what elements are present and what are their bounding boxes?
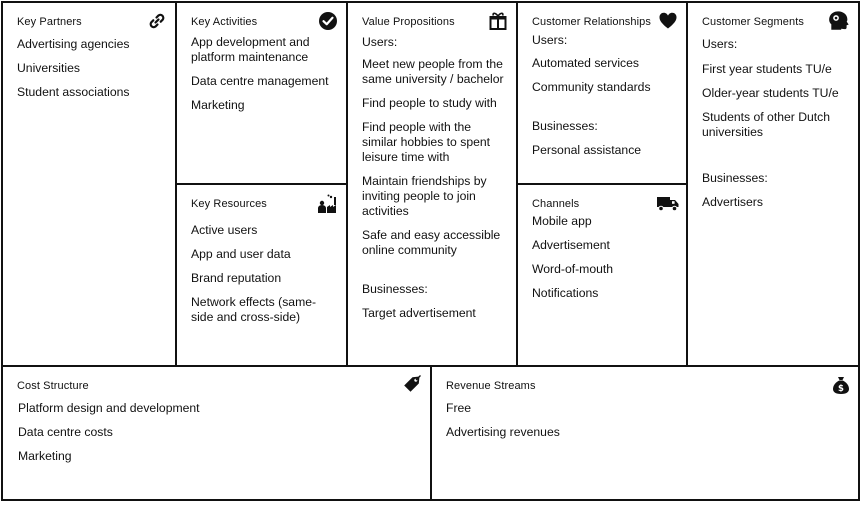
list-item: Student associations bbox=[17, 85, 130, 99]
customer-relationships-block: Customer Relationships Users: Automated … bbox=[518, 3, 686, 183]
key-resources-title: Key Resources bbox=[191, 198, 267, 210]
list-item: Advertisement bbox=[532, 238, 610, 252]
key-activities-list: App development and platform maintenance… bbox=[191, 35, 338, 122]
key-resources-block: Key Resources Active users App and user … bbox=[177, 185, 346, 365]
list-item: Active users bbox=[191, 223, 258, 237]
key-resources-list: Active users App and user data Brand rep… bbox=[191, 223, 338, 334]
list-item: Word-of-mouth bbox=[532, 262, 614, 276]
revenue-streams-block: Revenue Streams $ Free Advertising reven… bbox=[432, 367, 859, 501]
list-item: Users: bbox=[702, 37, 738, 51]
list-item: First year students TU/e bbox=[702, 62, 832, 76]
list-item: Personal assistance bbox=[532, 143, 642, 157]
factory-worker-icon bbox=[318, 194, 336, 213]
list-item: Advertising revenues bbox=[446, 425, 560, 439]
list-item: Students of other Dutch universities bbox=[702, 110, 831, 139]
list-item: Community standards bbox=[532, 80, 651, 94]
value-propositions-list: Users: Meet new people from the same uni… bbox=[362, 35, 508, 330]
svg-text:$: $ bbox=[838, 384, 844, 394]
customer-segments-block: Customer Segments Users: First year stud… bbox=[688, 3, 858, 365]
list-item: Safe and easy accessible online communit… bbox=[362, 228, 501, 257]
truck-icon bbox=[657, 197, 679, 212]
divider bbox=[517, 183, 687, 185]
list-item: Maintain friendships by inviting people … bbox=[362, 174, 487, 218]
customer-segments-list: Users: First year students TU/e Older-ye… bbox=[702, 37, 850, 219]
list-item: Marketing bbox=[18, 449, 72, 463]
revenue-streams-title: Revenue Streams bbox=[446, 380, 536, 392]
key-partners-block: Key Partners Advertising agencies Univer… bbox=[3, 3, 175, 365]
key-activities-block: Key Activities App development and platf… bbox=[177, 3, 346, 183]
key-partners-title: Key Partners bbox=[17, 16, 82, 28]
divider bbox=[346, 2, 348, 366]
list-item: Find people to study with bbox=[362, 96, 497, 110]
checkmark-icon bbox=[319, 12, 337, 30]
value-propositions-title: Value Propositions bbox=[362, 16, 455, 28]
channels-list: Mobile app Advertisement Word-of-mouth N… bbox=[532, 214, 678, 310]
link-icon bbox=[149, 13, 165, 29]
list-item: Find people with the similar hobbies to … bbox=[362, 120, 491, 164]
divider bbox=[430, 366, 432, 501]
key-partners-list: Advertising agencies Universities Studen… bbox=[17, 37, 167, 109]
cost-structure-block: Cost Structure Platform design and devel… bbox=[3, 367, 430, 501]
divider bbox=[686, 2, 688, 366]
list-item: Marketing bbox=[191, 98, 245, 112]
cost-structure-title: Cost Structure bbox=[17, 380, 89, 392]
list-item: Target advertisement bbox=[362, 306, 476, 320]
money-bag-icon: $ bbox=[833, 377, 849, 394]
revenue-streams-list: Free Advertising revenues bbox=[446, 401, 851, 449]
list-item: Users: bbox=[532, 33, 568, 47]
channels-block: Channels Mobile app Advertisement Word-o… bbox=[518, 185, 686, 365]
list-item: Businesses: bbox=[702, 171, 768, 185]
head-profile-icon bbox=[829, 11, 849, 30]
heart-icon bbox=[659, 12, 677, 29]
list-item: Automated services bbox=[532, 56, 640, 70]
list-item: Businesses: bbox=[362, 282, 428, 296]
list-item: Data centre management bbox=[191, 74, 329, 88]
list-item: Advertising agencies bbox=[17, 37, 130, 51]
list-item: App development and platform maintenance bbox=[191, 35, 310, 64]
list-item: Universities bbox=[17, 61, 80, 75]
list-item: App and user data bbox=[191, 247, 291, 261]
cost-structure-list: Platform design and development Data cen… bbox=[18, 401, 422, 473]
list-item: Free bbox=[446, 401, 472, 415]
list-item: Notifications bbox=[532, 286, 599, 300]
value-propositions-block: Value Propositions Users: Meet new peopl… bbox=[348, 3, 516, 365]
key-activities-title: Key Activities bbox=[191, 16, 258, 28]
customer-segments-title: Customer Segments bbox=[702, 16, 804, 28]
list-item: Data centre costs bbox=[18, 425, 113, 439]
list-item: Advertisers bbox=[702, 195, 763, 209]
list-item: Mobile app bbox=[532, 214, 592, 228]
price-tag-icon bbox=[404, 375, 421, 392]
customer-relationships-list: Users: Automated services Community stan… bbox=[532, 33, 678, 167]
list-item: Users: bbox=[362, 35, 398, 49]
channels-title: Channels bbox=[532, 198, 580, 210]
gift-icon bbox=[489, 12, 507, 30]
list-item: Businesses: bbox=[532, 119, 598, 133]
list-item: Platform design and development bbox=[18, 401, 200, 415]
list-item: Brand reputation bbox=[191, 271, 282, 285]
list-item: Network effects (same-side and cross-sid… bbox=[191, 295, 317, 324]
customer-relationships-title: Customer Relationships bbox=[532, 16, 651, 28]
list-item: Meet new people from the same university… bbox=[362, 57, 504, 86]
divider bbox=[176, 183, 347, 185]
list-item: Older-year students TU/e bbox=[702, 86, 839, 100]
